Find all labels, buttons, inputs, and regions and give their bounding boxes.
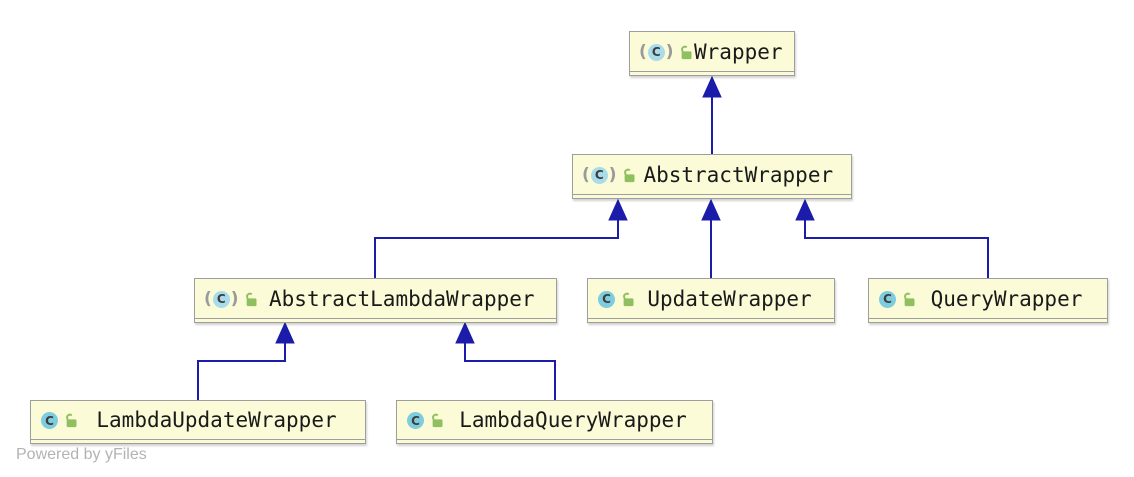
class-node-query-wrapper[interactable]: (C) QueryWrapper	[868, 278, 1108, 323]
public-unlocked-icon	[680, 45, 692, 59]
class-name: LambdaUpdateWrapper	[96, 408, 337, 432]
class-icon: (C)	[406, 412, 425, 429]
inheritance-edge-querywrapper-to-abstractwrapper[interactable]	[795, 198, 989, 278]
class-node-abstract-wrapper[interactable]: (C) AbstractWrapper	[572, 154, 852, 199]
node-icons: (C)	[40, 412, 78, 429]
class-node-abstract-lambda-wrapper[interactable]: (C) AbstractLambdaWrapper	[194, 278, 557, 323]
class-name: AbstractLambdaWrapper	[269, 286, 535, 311]
abstract-class-icon: (C)	[639, 41, 674, 62]
public-unlocked-icon	[245, 292, 257, 306]
class-name: Wrapper	[694, 39, 783, 64]
class-icon: (C)	[597, 290, 616, 308]
class-name: LambdaQueryWrapper	[459, 408, 687, 432]
node-icons: (C)	[204, 288, 258, 309]
inheritance-edge-abstractwrapper-to-wrapper[interactable]	[702, 75, 722, 154]
node-icons: (C)	[639, 41, 693, 62]
class-node-wrapper[interactable]: (C) Wrapper	[629, 31, 795, 76]
class-name: UpdateWrapper	[647, 286, 812, 311]
class-name: QueryWrapper	[930, 286, 1083, 311]
inheritance-edge-lambdaupdatewrapper-to-abstractlambdawrapper[interactable]	[197, 321, 295, 400]
class-name: AbstractWrapper	[643, 162, 834, 187]
inheritance-edge-lambdaquerywrapper-to-abstractlambdawrapper[interactable]	[455, 321, 556, 400]
class-node-update-wrapper[interactable]: (C) UpdateWrapper	[587, 278, 835, 323]
public-unlocked-icon	[66, 413, 77, 428]
node-icons: (C)	[406, 412, 444, 429]
class-node-lambda-update-wrapper[interactable]: (C) LambdaUpdateWrapper	[30, 400, 366, 444]
inheritance-edge-abstractlambdawrapper-to-abstractwrapper[interactable]	[374, 198, 628, 278]
public-unlocked-icon	[623, 168, 635, 182]
abstract-class-icon: (C)	[582, 164, 617, 185]
node-icons: (C)	[582, 164, 636, 185]
abstract-class-icon: (C)	[204, 288, 239, 309]
node-icons: (C)	[597, 290, 635, 308]
node-icons: (C)	[878, 290, 916, 308]
inheritance-edge-updatewrapper-to-abstractwrapper[interactable]	[701, 198, 721, 278]
public-unlocked-icon	[904, 292, 915, 306]
public-unlocked-icon	[623, 292, 634, 306]
class-icon: (C)	[40, 412, 59, 429]
public-unlocked-icon	[432, 413, 443, 428]
yfiles-watermark: Powered by yFiles	[16, 446, 147, 463]
class-icon: (C)	[878, 290, 897, 308]
class-node-lambda-query-wrapper[interactable]: (C) LambdaQueryWrapper	[396, 400, 713, 444]
